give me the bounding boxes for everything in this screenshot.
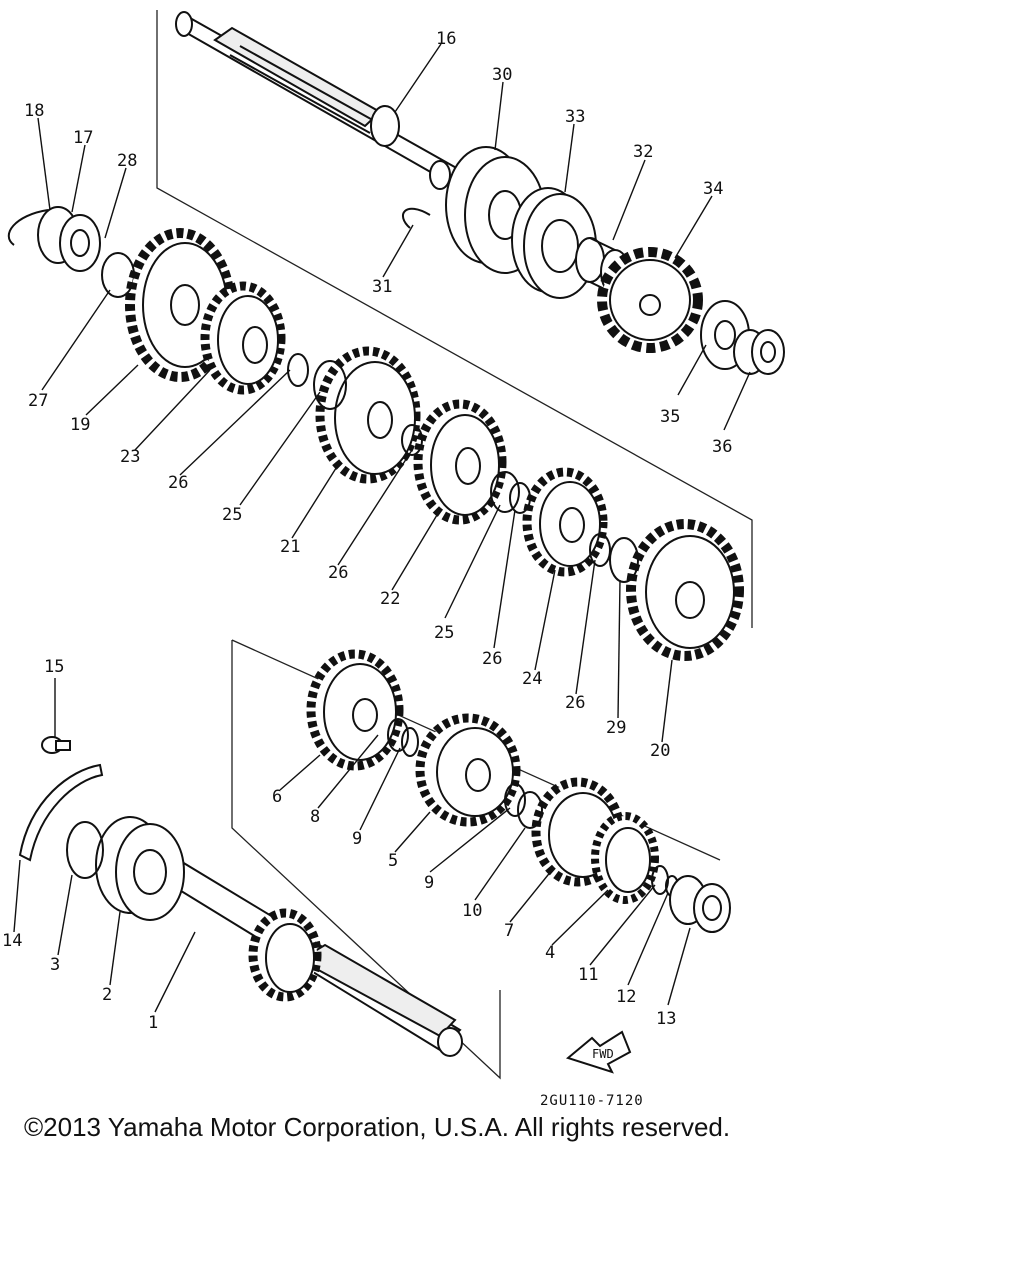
gear-5 [415, 713, 521, 827]
callout-19: 19 [70, 415, 90, 435]
gear-21 [315, 346, 421, 484]
main-axle-integral-gear [248, 908, 322, 1002]
callout-27: 27 [28, 391, 48, 411]
callout-30: 30 [492, 65, 512, 85]
sprocket-nut [733, 329, 785, 375]
callout-33: 33 [565, 107, 585, 127]
gear-23 [200, 281, 286, 395]
gear-20 [626, 519, 744, 661]
callout-6: 6 [272, 787, 282, 807]
callout-36: 36 [712, 437, 732, 457]
callout-8: 8 [310, 807, 320, 827]
callout-29: 29 [606, 718, 626, 738]
drive-axle-rings [287, 353, 639, 583]
callout-26b: 26 [328, 563, 348, 583]
fwd-arrow-label: FWD [592, 1047, 614, 1061]
callout-18: 18 [24, 101, 44, 121]
callout-24: 24 [522, 669, 542, 689]
callout-35: 35 [660, 407, 680, 427]
callout-10: 10 [462, 901, 482, 921]
callout-34: 34 [703, 179, 723, 199]
callout-leaders [13, 43, 751, 1013]
callout-21: 21 [280, 537, 300, 557]
main-axle-group-outline [231, 640, 501, 1080]
needle-bearing-13 [669, 875, 731, 933]
circlip-18 [7, 209, 49, 246]
gear-22 [413, 399, 507, 525]
circlip-3 [66, 821, 104, 879]
drive-axle-group-outline [156, 10, 753, 628]
gear-24 [522, 467, 608, 577]
callout-3: 3 [50, 955, 60, 975]
screw-15 [41, 736, 71, 754]
callout-17: 17 [73, 128, 93, 148]
callout-labels: 16 30 33 32 34 31 18 17 28 27 19 23 26 2… [2, 29, 732, 1033]
callout-12: 12 [616, 987, 636, 1007]
washer-27 [101, 252, 135, 298]
callout-32: 32 [633, 142, 653, 162]
copyright-notice: ©2013 Yamaha Motor Corporation, U.S.A. A… [24, 1112, 731, 1142]
drive-sprocket [597, 247, 703, 353]
callout-20: 20 [650, 741, 670, 761]
callout-25b: 25 [434, 623, 454, 643]
callout-15: 15 [44, 657, 64, 677]
callout-28: 28 [117, 151, 137, 171]
circlip-31 [401, 207, 431, 229]
gear-6 [306, 649, 404, 771]
callout-2: 2 [102, 985, 112, 1005]
callout-23: 23 [120, 447, 140, 467]
callout-26c: 26 [482, 649, 502, 669]
callout-16: 16 [436, 29, 456, 49]
callout-13: 13 [656, 1009, 676, 1029]
callout-9a: 9 [352, 829, 362, 849]
gear-4 [591, 812, 659, 904]
bearing-retainer-14 [18, 763, 104, 862]
callout-25a: 25 [222, 505, 242, 525]
fwd-arrow: FWD [565, 1030, 632, 1074]
callout-22: 22 [380, 589, 400, 609]
callout-9b: 9 [424, 873, 434, 893]
callout-26d: 26 [565, 693, 585, 713]
callout-26a: 26 [168, 473, 188, 493]
callout-14: 14 [2, 931, 22, 951]
callout-11: 11 [578, 965, 598, 985]
needle-bearing-17 [37, 206, 101, 272]
callout-5: 5 [388, 851, 398, 871]
bearing-2 [95, 816, 185, 921]
callout-4: 4 [545, 943, 555, 963]
callout-1: 1 [148, 1013, 158, 1033]
callout-31: 31 [372, 277, 392, 297]
drive-axle-shaft [175, 11, 462, 190]
drawing-code: 2GU110-7120 [540, 1093, 644, 1109]
callout-7: 7 [504, 921, 514, 941]
